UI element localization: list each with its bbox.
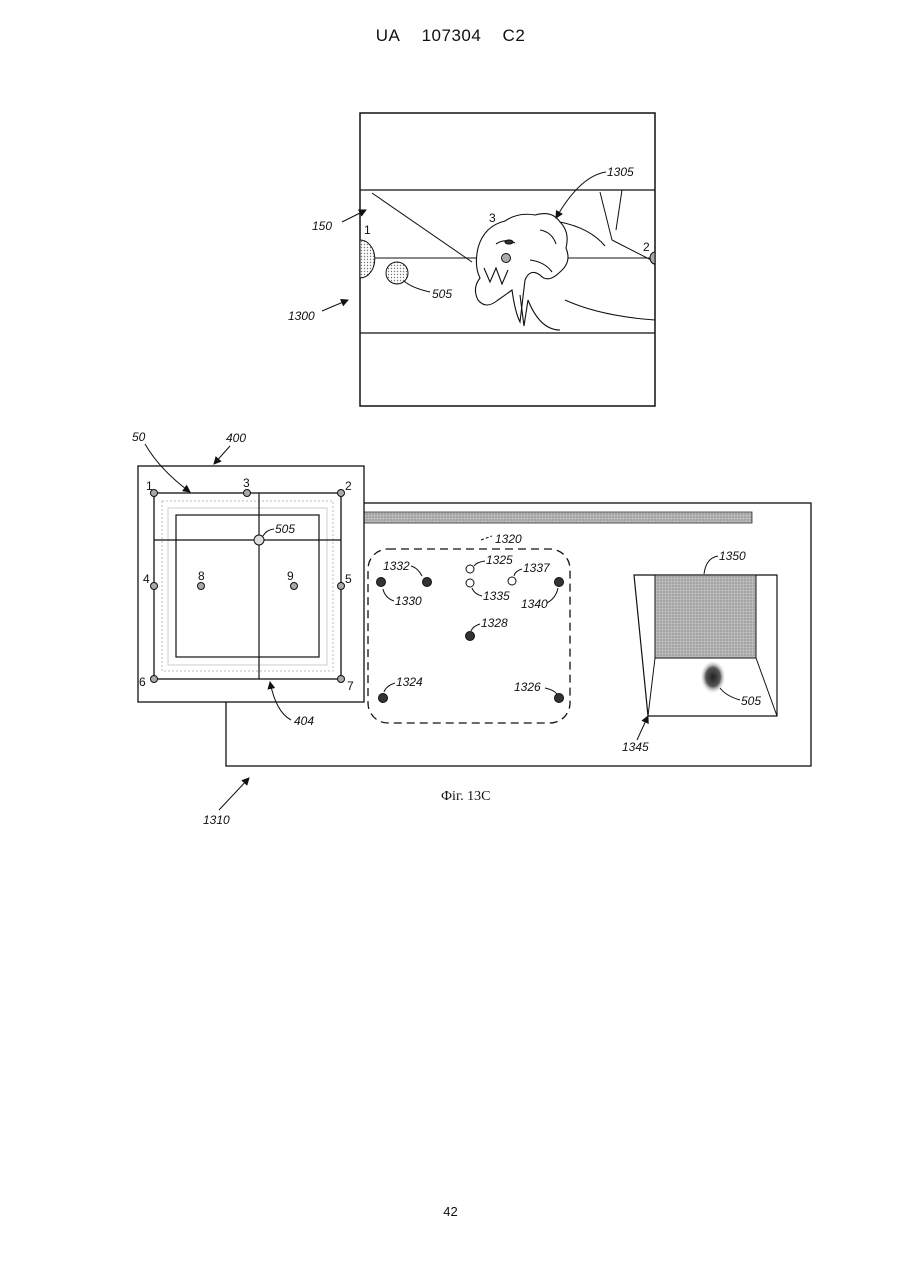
label-point-1: 1 (364, 223, 371, 237)
label-point-2: 2 (643, 240, 650, 254)
ref-1335: 1335 (483, 589, 510, 603)
panel-400 (138, 466, 364, 702)
progress-bar (364, 512, 752, 523)
label-point-3: 3 (489, 211, 496, 225)
ref-1328: 1328 (481, 616, 508, 630)
page-number: 42 (0, 1204, 901, 1219)
ref-1337: 1337 (523, 561, 551, 575)
ref-1310: 1310 (203, 813, 230, 827)
ref-1320: 1320 (495, 532, 522, 546)
ref-1324: 1324 (396, 675, 423, 689)
grid-label-5: 5 (345, 572, 352, 586)
point-3-marker (502, 254, 511, 263)
ref-505-grid: 505 (275, 522, 295, 536)
ref-404: 404 (294, 714, 314, 728)
grid-label-1: 1 (146, 479, 153, 493)
figure-caption: Фіг. 13С (441, 789, 490, 804)
ref-150: 150 (312, 219, 332, 233)
ref-50-partial: 50 (132, 430, 146, 444)
ref-1330: 1330 (395, 594, 422, 608)
ref-1340: 1340 (521, 597, 548, 611)
grid-label-9: 9 (287, 569, 294, 583)
position-marker-505 (386, 262, 408, 284)
ref-1345: 1345 (622, 740, 649, 754)
grid-label-6: 6 (139, 675, 146, 689)
ref-1350: 1350 (719, 549, 746, 563)
ref-505-box: 505 (741, 694, 761, 708)
ref-1326: 1326 (514, 680, 541, 694)
grid-label-3: 3 (243, 476, 250, 490)
grid-label-4: 4 (143, 572, 150, 586)
grid-label-2: 2 (345, 479, 352, 493)
ref-400: 400 (226, 431, 246, 445)
ref-1332: 1332 (383, 559, 410, 573)
ref-1305: 1305 (607, 165, 634, 179)
ref-1325: 1325 (486, 553, 513, 567)
grid-label-7: 7 (347, 679, 354, 693)
grid-label-8: 8 (198, 569, 205, 583)
ref-505-top: 505 (432, 287, 452, 301)
ref-1300: 1300 (288, 309, 315, 323)
